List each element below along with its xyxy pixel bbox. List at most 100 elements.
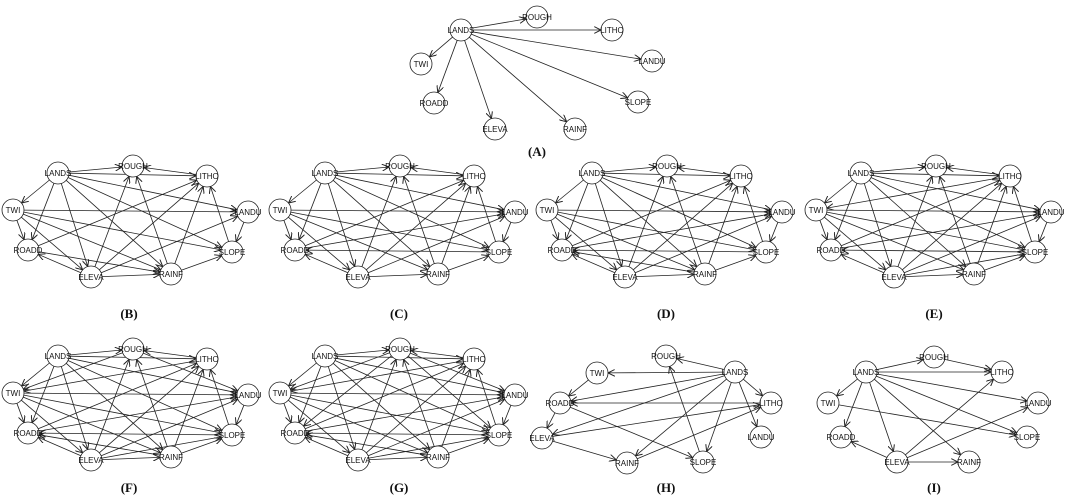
edge-eleva-to-rainf xyxy=(101,274,160,276)
edge-lands-to-landu xyxy=(335,174,504,210)
node-rainf: RAINF xyxy=(426,445,450,469)
node-circle xyxy=(550,238,574,262)
edge-rainf-to-rough xyxy=(137,176,168,264)
edge-lands-to-slope xyxy=(334,360,489,431)
node-circle xyxy=(922,345,946,369)
node-circle xyxy=(426,262,450,286)
edge-lands-to-eleva xyxy=(60,183,87,267)
edge-lands-to-twi xyxy=(22,362,50,386)
edge-roadd-to-litho xyxy=(305,363,464,430)
edge-lands-to-slope xyxy=(67,177,222,248)
node-circle xyxy=(220,240,244,264)
edge-rainf-to-slope xyxy=(984,256,1024,271)
node-eleva: ELEVA xyxy=(345,448,371,472)
edge-litho-to-twi xyxy=(291,360,464,391)
node-circle xyxy=(487,423,511,447)
edge-litho-to-twi xyxy=(827,177,1000,208)
node-circle xyxy=(46,161,70,185)
node-eleva: ELEVA xyxy=(884,450,910,474)
edge-twi-to-landu xyxy=(826,210,1040,212)
edge-eleva-to-rainf xyxy=(552,440,617,460)
edge-eleva-to-roadd xyxy=(572,254,616,274)
edge-twi-to-roadd xyxy=(283,220,291,239)
edge-landu-to-slope xyxy=(770,222,779,242)
edge-eleva-to-rainf xyxy=(904,274,963,276)
node-label: TWI xyxy=(809,206,824,215)
node-label: LANDU xyxy=(768,208,795,217)
edge-roadd-to-litho xyxy=(38,363,197,430)
edge-lands-to-roadd xyxy=(566,183,589,240)
node-roadd: ROADD xyxy=(548,238,577,262)
edge-lands-to-rough xyxy=(335,350,389,356)
node-label: TWI xyxy=(540,206,555,215)
node-rough: ROUGH xyxy=(652,154,682,178)
node-label: LANDU xyxy=(638,57,665,66)
node-label: ELEVA xyxy=(881,273,907,282)
node-roadd: ROADD xyxy=(827,425,856,449)
node-circle xyxy=(854,360,878,384)
edge-slope-to-litho xyxy=(477,369,496,425)
node-twi: TWI xyxy=(268,198,292,222)
node-circle xyxy=(998,164,1022,188)
edge-roadd-to-litho xyxy=(572,180,731,247)
node-label: RAINF xyxy=(159,270,183,279)
node-label: RAINF xyxy=(615,459,639,468)
edge-roadd-to-eleva xyxy=(547,412,556,428)
edge-rainf-to-slope xyxy=(448,256,488,271)
node-circle xyxy=(449,18,473,42)
node-label: LITHO xyxy=(759,399,783,408)
edge-eleva-to-litho xyxy=(902,183,1001,271)
node-label: TWI xyxy=(6,389,21,398)
edge-lands-to-rainf xyxy=(868,180,966,266)
edge-twi-to-slope xyxy=(23,394,221,433)
edge-lands-to-slope xyxy=(707,382,732,451)
panel-label: (B) xyxy=(120,306,137,321)
edge-twi-to-slope xyxy=(290,394,488,433)
node-label: ROUGH xyxy=(385,162,415,171)
edge-roadd-to-litho xyxy=(841,180,1000,247)
node-circle xyxy=(16,238,40,262)
edge-lands-to-rainf xyxy=(65,363,163,449)
edge-eleva-to-landu xyxy=(635,216,772,274)
node-circle xyxy=(525,5,549,29)
edge-lands-to-rough xyxy=(68,350,122,356)
node-litho: LITHO xyxy=(600,18,624,42)
edge-rough-to-twi xyxy=(290,352,390,389)
edge-lands-to-twi xyxy=(22,179,50,203)
edge-eleva-to-rough xyxy=(94,176,129,267)
node-circle xyxy=(195,347,219,371)
edge-rainf-to-slope xyxy=(448,439,488,454)
node-circle xyxy=(268,381,292,405)
node-label: ROUGH xyxy=(921,162,951,171)
node-lands: LANDS xyxy=(853,360,879,384)
node-slope: SLOPE xyxy=(486,240,512,264)
node-label: LITHO xyxy=(729,172,753,181)
node-circle xyxy=(990,360,1014,384)
node-twi: TWI xyxy=(1,198,25,222)
node-circle xyxy=(121,337,145,361)
edge-eleva-to-landu xyxy=(904,216,1041,274)
node-circle xyxy=(548,391,572,415)
edge-lands-to-landu xyxy=(68,174,237,210)
edge-lands-to-twi xyxy=(825,179,853,203)
node-lands: LANDS xyxy=(448,18,474,42)
node-litho: LITHO xyxy=(195,164,219,188)
node-circle xyxy=(729,164,753,188)
edge-lands-to-landu xyxy=(335,357,504,393)
edge-lands-to-rough xyxy=(876,359,924,370)
node-landu: LANDU xyxy=(234,383,262,407)
node-label: SLOPE xyxy=(753,248,780,257)
edge-lands-to-roadd xyxy=(571,373,725,401)
node-label: TWI xyxy=(273,206,288,215)
edge-rainf-to-rough xyxy=(940,176,971,264)
edge-litho-to-rough xyxy=(678,168,731,175)
edge-slope-to-roadd xyxy=(306,433,489,435)
node-rainf: RAINF xyxy=(159,262,183,286)
node-slope: SLOPE xyxy=(625,90,651,114)
edge-eleva-to-landu xyxy=(368,399,505,457)
node-label: LANDS xyxy=(722,368,749,377)
node-twi: TWI xyxy=(409,52,433,76)
edge-lands-to-eleva xyxy=(552,375,725,435)
